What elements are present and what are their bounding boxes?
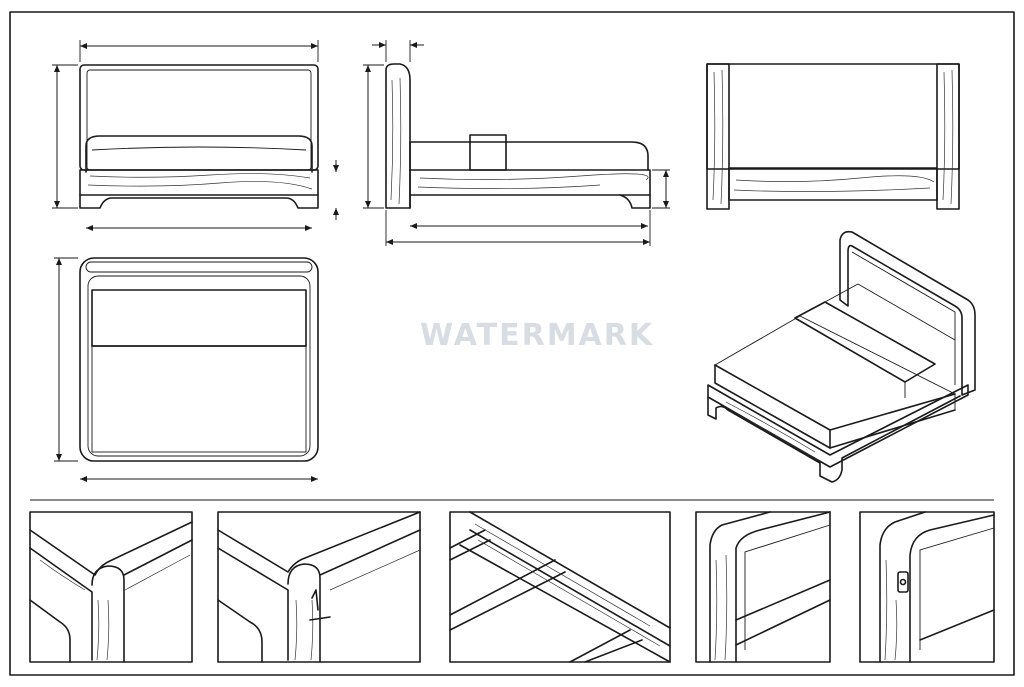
- detail-slat-frame: [449, 511, 671, 663]
- watermark: WATERMARK: [420, 318, 654, 353]
- detail-headboard-corner: [695, 511, 831, 663]
- sheet-border: [9, 11, 1015, 676]
- isometric-view: [707, 230, 976, 483]
- top-view: [54, 257, 319, 482]
- front-view: [52, 40, 339, 231]
- detail-foot-corner-joint: [217, 511, 421, 663]
- side-view: [363, 40, 670, 246]
- rear-view: [706, 63, 960, 210]
- detail-headboard-bracket: [859, 511, 995, 663]
- detail-foot-corner: [29, 511, 193, 663]
